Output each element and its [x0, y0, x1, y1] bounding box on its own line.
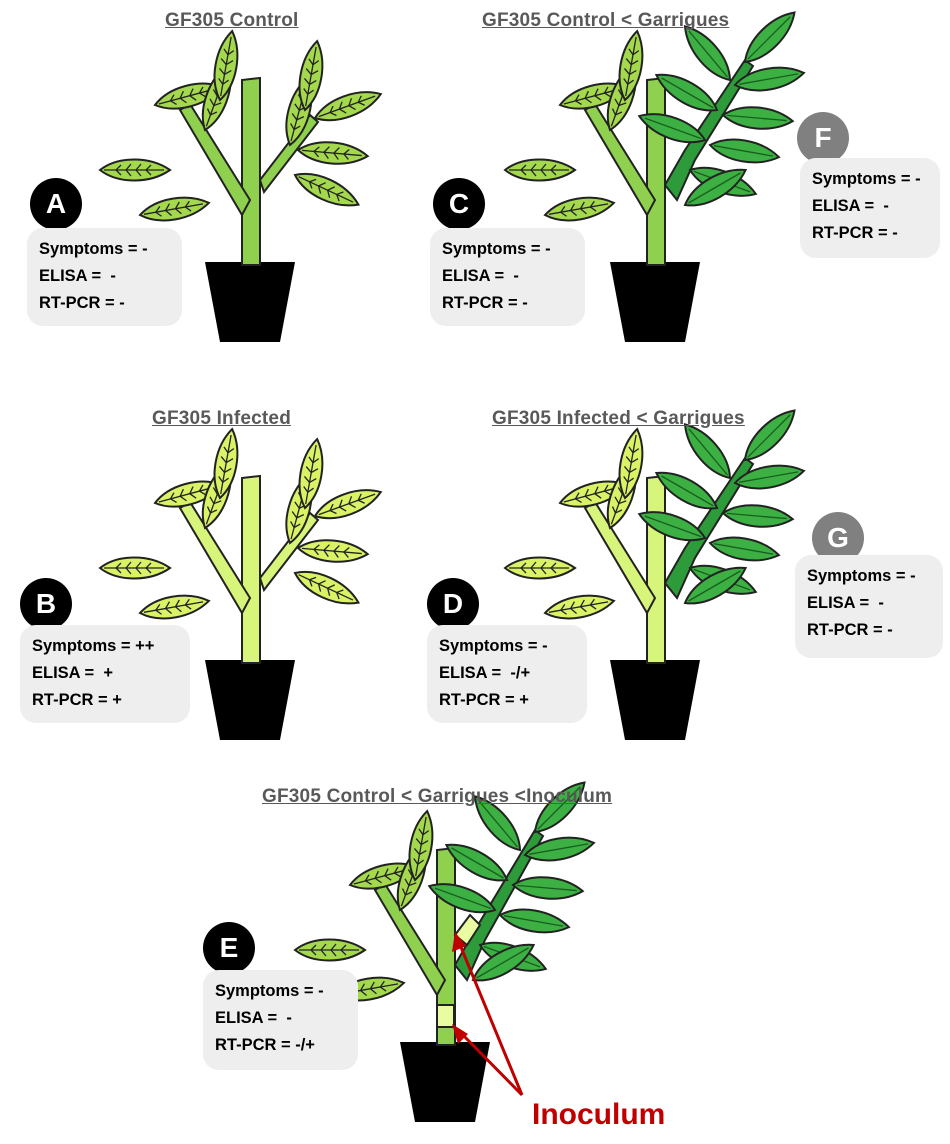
result-card-c: Symptoms = - ELISA = - RT-PCR = - [430, 228, 585, 326]
title-panel-c: GF305 Control < Garrigues [482, 10, 729, 32]
rtpcr-b: RT-PCR = + [32, 687, 180, 714]
result-card-b: Symptoms = ++ ELISA = + RT-PCR = + [20, 625, 190, 723]
result-card-a: Symptoms = - ELISA = - RT-PCR = - [27, 228, 182, 326]
elisa-g: ELISA = - [807, 590, 933, 617]
badge-d: D [427, 578, 479, 630]
result-card-g: Symptoms = - ELISA = - RT-PCR = - [795, 555, 943, 658]
rtpcr-d: RT-PCR = + [439, 687, 577, 714]
title-panel-a: GF305 Control [165, 10, 299, 32]
badge-f: F [797, 112, 849, 164]
rtpcr-e: RT-PCR = -/+ [215, 1032, 348, 1059]
symptoms-e: Symptoms = - [215, 978, 348, 1005]
elisa-c: ELISA = - [442, 263, 575, 290]
rtpcr-f: RT-PCR = - [812, 220, 930, 247]
title-panel-d: GF305 Infected < Garrigues [492, 408, 745, 430]
title-panel-e: GF305 Control < Garrigues <Inoculum [262, 786, 612, 808]
result-card-e: Symptoms = - ELISA = - RT-PCR = -/+ [203, 970, 358, 1070]
symptoms-f: Symptoms = - [812, 166, 930, 193]
elisa-e: ELISA = - [215, 1005, 348, 1032]
inoculum-label: Inoculum [532, 1098, 665, 1132]
elisa-d: ELISA = -/+ [439, 660, 577, 687]
inoculum-patch-rootstock [437, 1005, 454, 1027]
symptoms-g: Symptoms = - [807, 563, 933, 590]
badge-e: E [203, 922, 255, 974]
elisa-f: ELISA = - [812, 193, 930, 220]
title-panel-b: GF305 Infected [152, 408, 291, 430]
symptoms-c: Symptoms = - [442, 236, 575, 263]
badge-b: B [20, 578, 72, 630]
badge-a: A [30, 178, 82, 230]
rtpcr-c: RT-PCR = - [442, 290, 575, 317]
elisa-a: ELISA = - [39, 263, 172, 290]
result-card-f: Symptoms = - ELISA = - RT-PCR = - [800, 158, 940, 258]
badge-c: C [433, 178, 485, 230]
rtpcr-a: RT-PCR = - [39, 290, 172, 317]
result-card-d: Symptoms = - ELISA = -/+ RT-PCR = + [427, 625, 587, 723]
symptoms-a: Symptoms = - [39, 236, 172, 263]
elisa-b: ELISA = + [32, 660, 180, 687]
rtpcr-g: RT-PCR = - [807, 617, 933, 644]
symptoms-b: Symptoms = ++ [32, 633, 180, 660]
symptoms-d: Symptoms = - [439, 633, 577, 660]
